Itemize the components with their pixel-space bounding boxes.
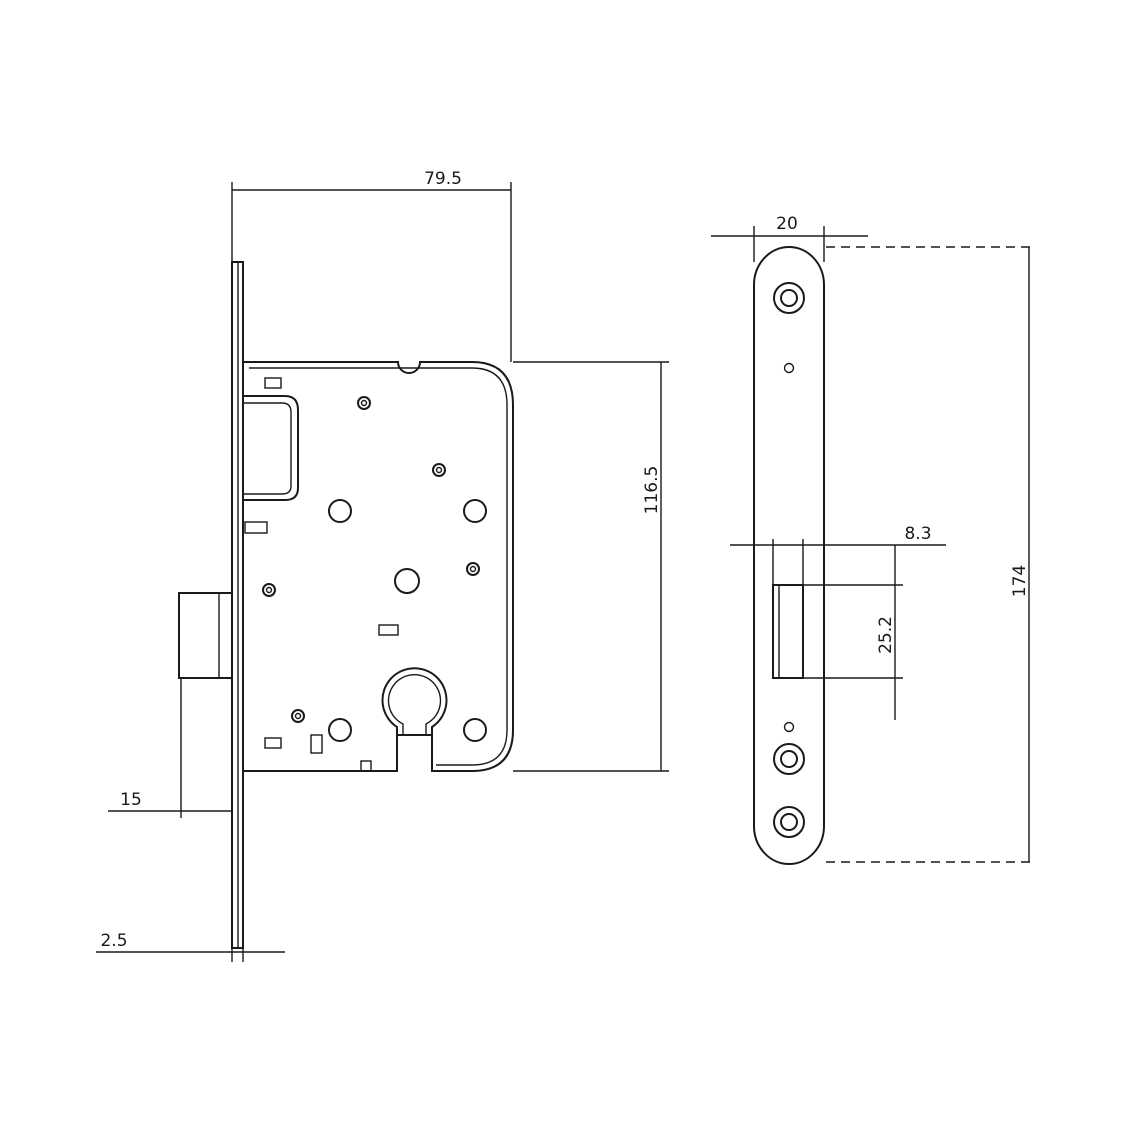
dimension-strike-slot-height: 25.2: [803, 545, 903, 720]
lock-body-side-view: [178, 261, 514, 949]
faceplate-outline: [753, 246, 825, 865]
cylinder-cutout: [381, 667, 448, 735]
dimension-case-height: 116.5: [513, 361, 669, 772]
faceplate-front-view: [753, 246, 825, 865]
case-hole: [328, 718, 352, 742]
bolt-cutout: [243, 395, 299, 501]
dimension-latch-projection-label: 15: [120, 790, 142, 810]
lock-case: [243, 361, 514, 772]
strike-slot: [772, 584, 804, 679]
latch-bolt: [178, 592, 233, 679]
case-hole: [328, 499, 352, 523]
dimension-faceplate-width: 20: [711, 214, 868, 262]
dimension-strike-slot-height-label: 25.2: [876, 616, 896, 654]
dimension-strike-slot-width-label: 8.3: [904, 524, 931, 544]
dimension-case-width-label: 79.5: [424, 169, 462, 189]
screw-hole: [773, 806, 805, 838]
screw-hole: [773, 743, 805, 775]
spindle-hole: [394, 568, 420, 594]
case-hole: [463, 718, 487, 742]
dimension-faceplate-width-label: 20: [776, 214, 798, 234]
dimension-case-height-label: 116.5: [642, 466, 662, 515]
screw-hole: [773, 282, 805, 314]
dimension-faceplate-thickness-label: 2.5: [100, 931, 127, 951]
dimension-latch-projection: 15: [108, 678, 232, 818]
dimension-faceplate-height-label: 174: [1010, 565, 1030, 597]
dimension-faceplate-thickness: 2.5: [96, 931, 285, 962]
dimension-faceplate-height: 174: [826, 246, 1036, 863]
dimension-strike-slot-width: 8.3: [730, 524, 946, 585]
case-hole: [463, 499, 487, 523]
dimension-case-width: 79.5: [231, 169, 512, 362]
